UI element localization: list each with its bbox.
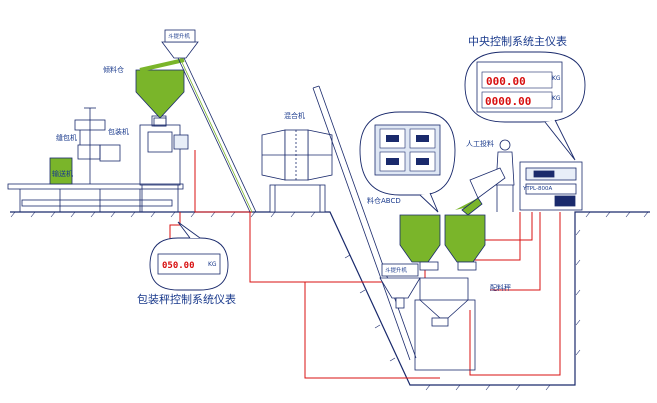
sewing-machine	[74, 107, 106, 184]
packing-panel-title: 包装秤控制系统仪表	[137, 292, 236, 306]
bins	[399, 198, 486, 271]
packing-machine-label: 包装机	[108, 127, 129, 136]
bottom-elevator-label: 斗提升机	[385, 266, 408, 274]
batching-scale	[414, 277, 476, 371]
green-bag	[49, 157, 73, 185]
top-elevator	[161, 29, 257, 213]
main-panel-title: 中央控制系统主仪表	[468, 34, 567, 48]
ground	[10, 211, 650, 386]
batching-scale-label: 配料秤	[490, 283, 511, 292]
packing-display-bubble	[149, 221, 229, 291]
main-display-row1-unit: KG	[552, 75, 561, 82]
sewing-machine-label: 缝包机	[56, 133, 77, 142]
main-display-row2: 0000.00	[485, 95, 531, 108]
feed-hopper	[135, 58, 185, 127]
conveyor-label: 输送机	[52, 169, 73, 178]
ground-hatching	[10, 211, 649, 391]
cabinet-model-label: YTPL-800A	[522, 186, 552, 192]
packing-display-unit: KG	[208, 261, 217, 268]
packing-display-value: 050.00	[162, 261, 195, 271]
mixer	[261, 129, 333, 213]
conveyor	[7, 183, 184, 212]
bins-label: 料仓ABCD	[367, 196, 401, 205]
manual-feed-label: 人工投料	[466, 139, 494, 148]
bottom-elevator	[312, 85, 421, 361]
mixer-label: 混合机	[284, 111, 305, 120]
packing-machine	[99, 115, 189, 212]
feed-hopper-label: 倾料仓	[103, 65, 124, 74]
main-display-row2-unit: KG	[552, 95, 561, 102]
worker	[461, 139, 515, 216]
bins-bubble	[359, 111, 456, 213]
top-elevator-label: 斗提升机	[168, 32, 191, 40]
main-display-row1: 000.00	[486, 75, 526, 88]
main-display-bubble	[464, 51, 586, 161]
control-cabinet	[519, 161, 583, 211]
